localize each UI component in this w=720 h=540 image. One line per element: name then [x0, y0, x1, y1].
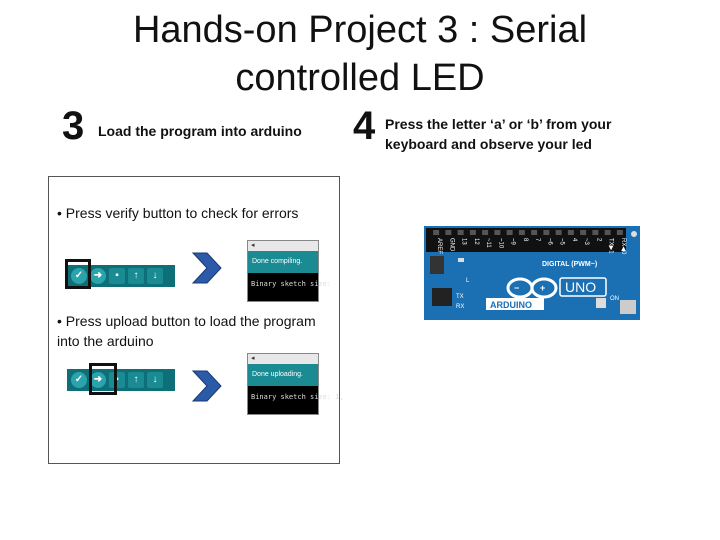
pin-socket — [567, 230, 574, 235]
arduino-uno-board: AREF GND 13 12 ~11 ~10 ~9 8 7 ~6 ~5 4 ~3 2 TX▶1 RX◀0 DI… — [424, 226, 640, 320]
verify-highlight — [65, 259, 91, 289]
new-icon[interactable]: ▪ — [109, 268, 125, 284]
pin-label: 13 — [461, 238, 467, 245]
l-label: L — [466, 278, 470, 284]
pin-label: 8 — [522, 238, 528, 242]
svg-text:+: + — [540, 283, 545, 293]
compile-output: Binary sketch size: — [251, 280, 332, 288]
pin-labels: AREF GND 13 12 ~11 ~10 ~9 8 7 ~6 ~5 4 ~3 2 TX▶1 RX◀0 — [433, 230, 626, 255]
uno-label: UNO — [565, 279, 596, 295]
ide-toolbar-upload: ✓ ➜ ▪ ↑ ↓ — [67, 369, 175, 391]
step-4-text: Press the letter ‘a’ or ‘b’ from your ke… — [385, 116, 612, 152]
open-icon[interactable]: ↑ — [128, 372, 144, 388]
pin-label: GND — [448, 238, 454, 252]
pin-label: ~6 — [546, 238, 552, 246]
upload-output: Binary sketch size: 1, — [251, 393, 344, 401]
compile-console: ◂ Done compiling. Binary sketch size: — [247, 240, 332, 302]
upload-button[interactable]: ➜ — [90, 372, 106, 388]
pin-socket — [616, 230, 623, 235]
pin-label: ~9 — [510, 238, 516, 246]
pin-socket — [592, 230, 599, 235]
pin-socket — [543, 230, 550, 235]
pin-socket — [555, 230, 562, 235]
pin-label: 12 — [473, 238, 479, 245]
pin-socket — [580, 230, 587, 235]
pin-label: 4 — [571, 238, 577, 242]
pin-socket — [445, 230, 452, 235]
verify-button[interactable]: ✓ — [71, 372, 87, 388]
save-icon[interactable]: ↓ — [147, 268, 163, 284]
digital-label: DIGITAL (PWM~) — [542, 261, 597, 268]
arduino-logo: − + — [506, 277, 558, 299]
pin-socket — [457, 230, 464, 235]
compile-status: Done compiling. — [248, 251, 318, 273]
arduino-brand: ARDUINO — [490, 300, 532, 310]
instruction-panel: • Press verify button to check for error… — [48, 176, 344, 464]
pin-label: 2 — [595, 238, 601, 242]
upload-status: Done uploading. — [248, 364, 318, 386]
tx-label: TX — [456, 294, 464, 300]
pin-socket — [482, 230, 489, 235]
upload-button[interactable]: ➜ — [90, 268, 106, 284]
pin-socket — [469, 230, 476, 235]
on-label: ON — [610, 296, 619, 302]
svg-text:−: − — [514, 283, 519, 293]
upload-highlight — [89, 363, 117, 395]
open-icon[interactable]: ↑ — [128, 268, 144, 284]
slide-title: Hands-on Project 3 : Serial controlled L… — [132, 9, 588, 99]
upload-console: ◂ Done uploading. Binary sketch size: 1, — [247, 353, 344, 415]
console-topbar: ◂ — [248, 354, 318, 364]
console-topbar: ◂ — [248, 241, 318, 251]
pin-label: 7 — [534, 238, 540, 242]
rx-label: RX — [456, 304, 464, 310]
upload-instruction: • Press upload button to load the progra… — [57, 313, 316, 349]
pin-label: RX◀0 — [620, 238, 626, 255]
step-4-number: 4 — [353, 104, 376, 148]
pin-socket — [494, 230, 501, 235]
verify-button[interactable]: ✓ — [71, 268, 87, 284]
pin-socket — [433, 230, 440, 235]
chevron-right-icon — [191, 252, 222, 284]
ide-toolbar-verify: ✓ ➜ ▪ ↑ ↓ — [67, 265, 175, 287]
chevron-right-icon — [191, 370, 222, 402]
verify-instruction: • Press verify button to check for error… — [57, 205, 299, 221]
save-icon[interactable]: ↓ — [147, 372, 163, 388]
pin-label: ~5 — [559, 238, 565, 246]
pin-label: TX▶1 — [608, 238, 614, 254]
step-3-number: 3 — [62, 104, 85, 148]
step-3-text: Load the program into arduino — [98, 123, 302, 139]
pin-label: ~10 — [497, 238, 503, 249]
pin-label: AREF — [436, 238, 442, 254]
pin-socket — [604, 230, 611, 235]
pin-socket — [518, 230, 525, 235]
pin-label: ~3 — [583, 238, 589, 246]
pin-socket — [506, 230, 513, 235]
pin-socket — [531, 230, 538, 235]
pin-label: ~11 — [485, 238, 491, 248]
